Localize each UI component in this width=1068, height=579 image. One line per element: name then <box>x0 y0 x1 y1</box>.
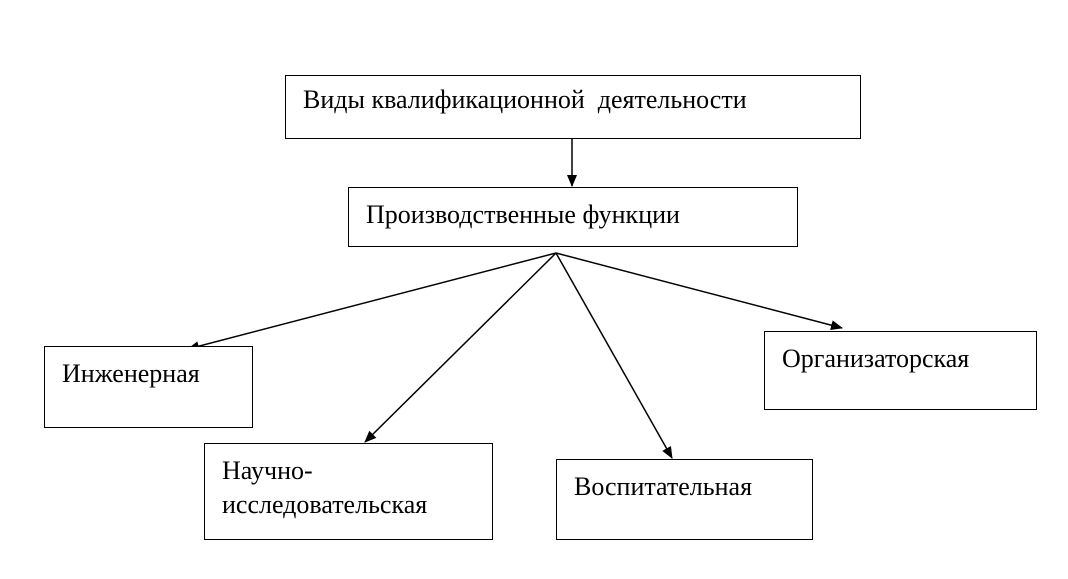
arrow-functions-to-research <box>364 252 557 443</box>
root-node-label: Виды квалификационной деятельности <box>303 85 747 114</box>
organizational-label: Организаторская <box>782 344 970 373</box>
educational-node: Воспитательная <box>556 459 813 540</box>
arrow-functions-to-engineering <box>187 252 557 352</box>
research-node: Научно- исследовательская <box>204 443 493 540</box>
engineering-node: Инженерная <box>44 346 253 428</box>
root-node: Виды квалификационной деятельности <box>285 75 861 139</box>
research-label-line-2: исследовательская <box>222 490 428 519</box>
engineering-label: Инженерная <box>62 359 200 388</box>
production-functions-label: Производственные функции <box>366 200 680 229</box>
research-label-line-1: Научно- <box>222 456 313 485</box>
arrow-functions-to-organizational <box>555 252 843 331</box>
arrow-functions-to-educational <box>555 252 673 459</box>
production-functions-node: Производственные функции <box>348 187 798 247</box>
organizational-node: Организаторская <box>764 331 1037 410</box>
educational-label: Воспитательная <box>574 472 753 501</box>
